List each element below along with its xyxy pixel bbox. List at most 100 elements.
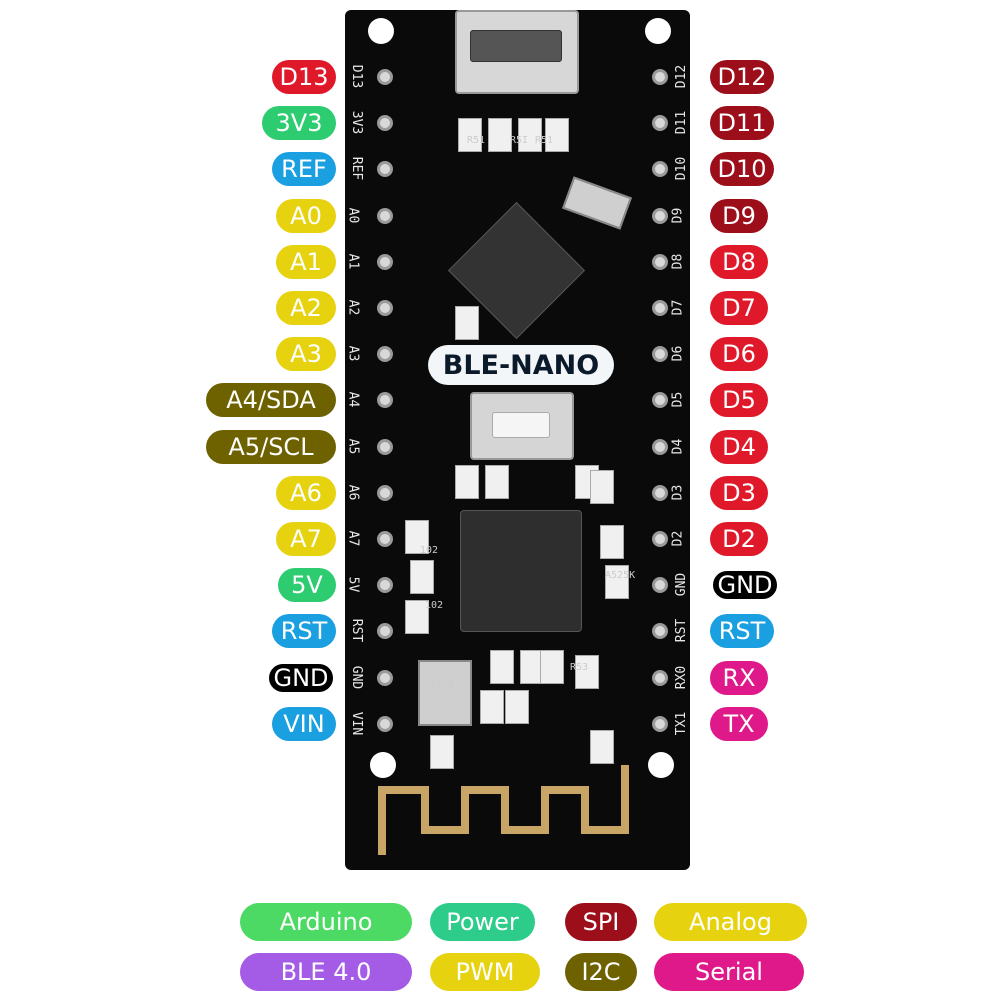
legend-item-serial: Serial [654,953,804,991]
antenna-trace [378,765,629,855]
smd-component [605,565,629,599]
mcu-chip [460,510,582,632]
right-pin-label-d12: D12 [710,60,774,94]
component-marking: R53 [570,662,589,673]
smd-component [480,690,504,724]
component-marking: 102 [425,600,444,611]
silkscreen-label: D10 [674,157,690,181]
silkscreen-label: 5V [345,576,361,593]
left-pin-label-vin: VIN [272,706,336,741]
right-pin-label-rx: RX [710,660,768,695]
component-marking: R51 [535,135,554,146]
silkscreen-label: A2 [345,299,361,316]
mounting-hole [368,18,394,44]
legend-item-arduino: Arduino [240,903,412,941]
left-pin-label-a4-sda: A4/SDA [206,383,336,418]
left-pin-label-a2: A2 [276,291,336,325]
header-pin [652,346,668,363]
board-name-label: BLE-NANO [428,345,614,385]
right-pin-label-gnd: GND [710,568,780,603]
smd-component [590,730,614,764]
right-pin-label-d9: D9 [710,198,768,233]
legend-item-analog: Analog [654,903,807,941]
silkscreen-label: D5 [670,392,686,408]
right-pin-label-d4: D4 [710,429,768,464]
smd-component [545,118,569,152]
header-pin [377,577,393,594]
reset-button-cap [492,412,550,438]
header-pin [652,392,668,409]
header-pin [652,253,668,270]
left-pin-label-d13: D13 [272,60,336,94]
component-marking: A525K [605,570,636,581]
right-pin-label-tx: TX [710,706,768,741]
silkscreen-label: A7 [345,530,361,547]
right-pin-label-d11: D11 [710,106,774,141]
silkscreen-label: D13 [349,64,365,89]
usb-port-opening [470,30,562,62]
smd-component [600,525,624,559]
header-pin [652,300,668,316]
silkscreen-label: TX1 [674,711,690,736]
silkscreen-label: D11 [674,110,690,135]
right-pin-label-d3: D3 [710,475,768,510]
right-pin-label-rst: RST [710,614,774,649]
right-pin-label-d2: D2 [710,522,768,556]
header-pin [377,715,393,732]
smd-component [410,560,434,594]
header-pin [377,69,393,85]
smd-component [458,118,482,152]
silkscreen-label: D4 [670,438,686,454]
header-pin [377,253,393,270]
left-pin-label-a5-scl: A5/SCL [206,429,336,464]
smd-component [505,690,529,724]
header-pin [377,207,393,224]
header-pin [377,438,393,455]
smd-component [590,470,614,504]
header-pin [652,669,668,686]
component-marking: 102 [420,545,439,556]
smd-component [490,650,514,684]
silkscreen-label: RST [674,619,690,643]
silkscreen-label: D7 [670,299,686,316]
left-pin-label-a7: A7 [276,522,336,556]
legend-item-spi: SPI [565,903,637,941]
smd-component [405,520,429,554]
silkscreen-label: REF [349,157,365,181]
header-pin [377,161,393,178]
silkscreen-label: VIN [349,711,365,736]
right-pin-label-d5: D5 [710,383,768,418]
header-pin [377,669,393,686]
silkscreen-label: A1 [345,253,361,270]
smd-component [485,465,509,499]
header-pin [377,623,393,640]
header-pin [652,115,668,132]
mounting-hole [645,18,671,44]
silkscreen-label: 3V3 [349,110,365,135]
legend-item-i2c: I2C [565,953,637,991]
smd-component [488,118,512,152]
component-marking: R5I [510,135,529,146]
left-pin-label-a1: A1 [276,244,336,279]
silkscreen-label: RST [349,619,365,643]
smd-component [540,650,564,684]
silkscreen-label: D9 [670,207,686,223]
header-pin [377,531,393,547]
header-pin [652,438,668,455]
left-pin-label-a0: A0 [276,198,336,233]
mounting-hole [370,752,396,778]
header-pin [377,300,393,316]
header-pin [377,392,393,409]
header-pin [652,161,668,178]
left-pin-label-5v: 5V [278,568,336,603]
header-pin [652,207,668,224]
pcb-antenna [378,765,629,855]
header-pin [377,115,393,132]
smd-component [575,655,599,689]
header-pin [652,577,668,594]
legend-item-ble-4-0: BLE 4.0 [240,953,412,991]
silkscreen-label: D3 [670,484,686,501]
silkscreen-label: D8 [670,253,686,270]
left-pin-label-rst: RST [272,614,336,649]
header-pin [652,484,668,501]
